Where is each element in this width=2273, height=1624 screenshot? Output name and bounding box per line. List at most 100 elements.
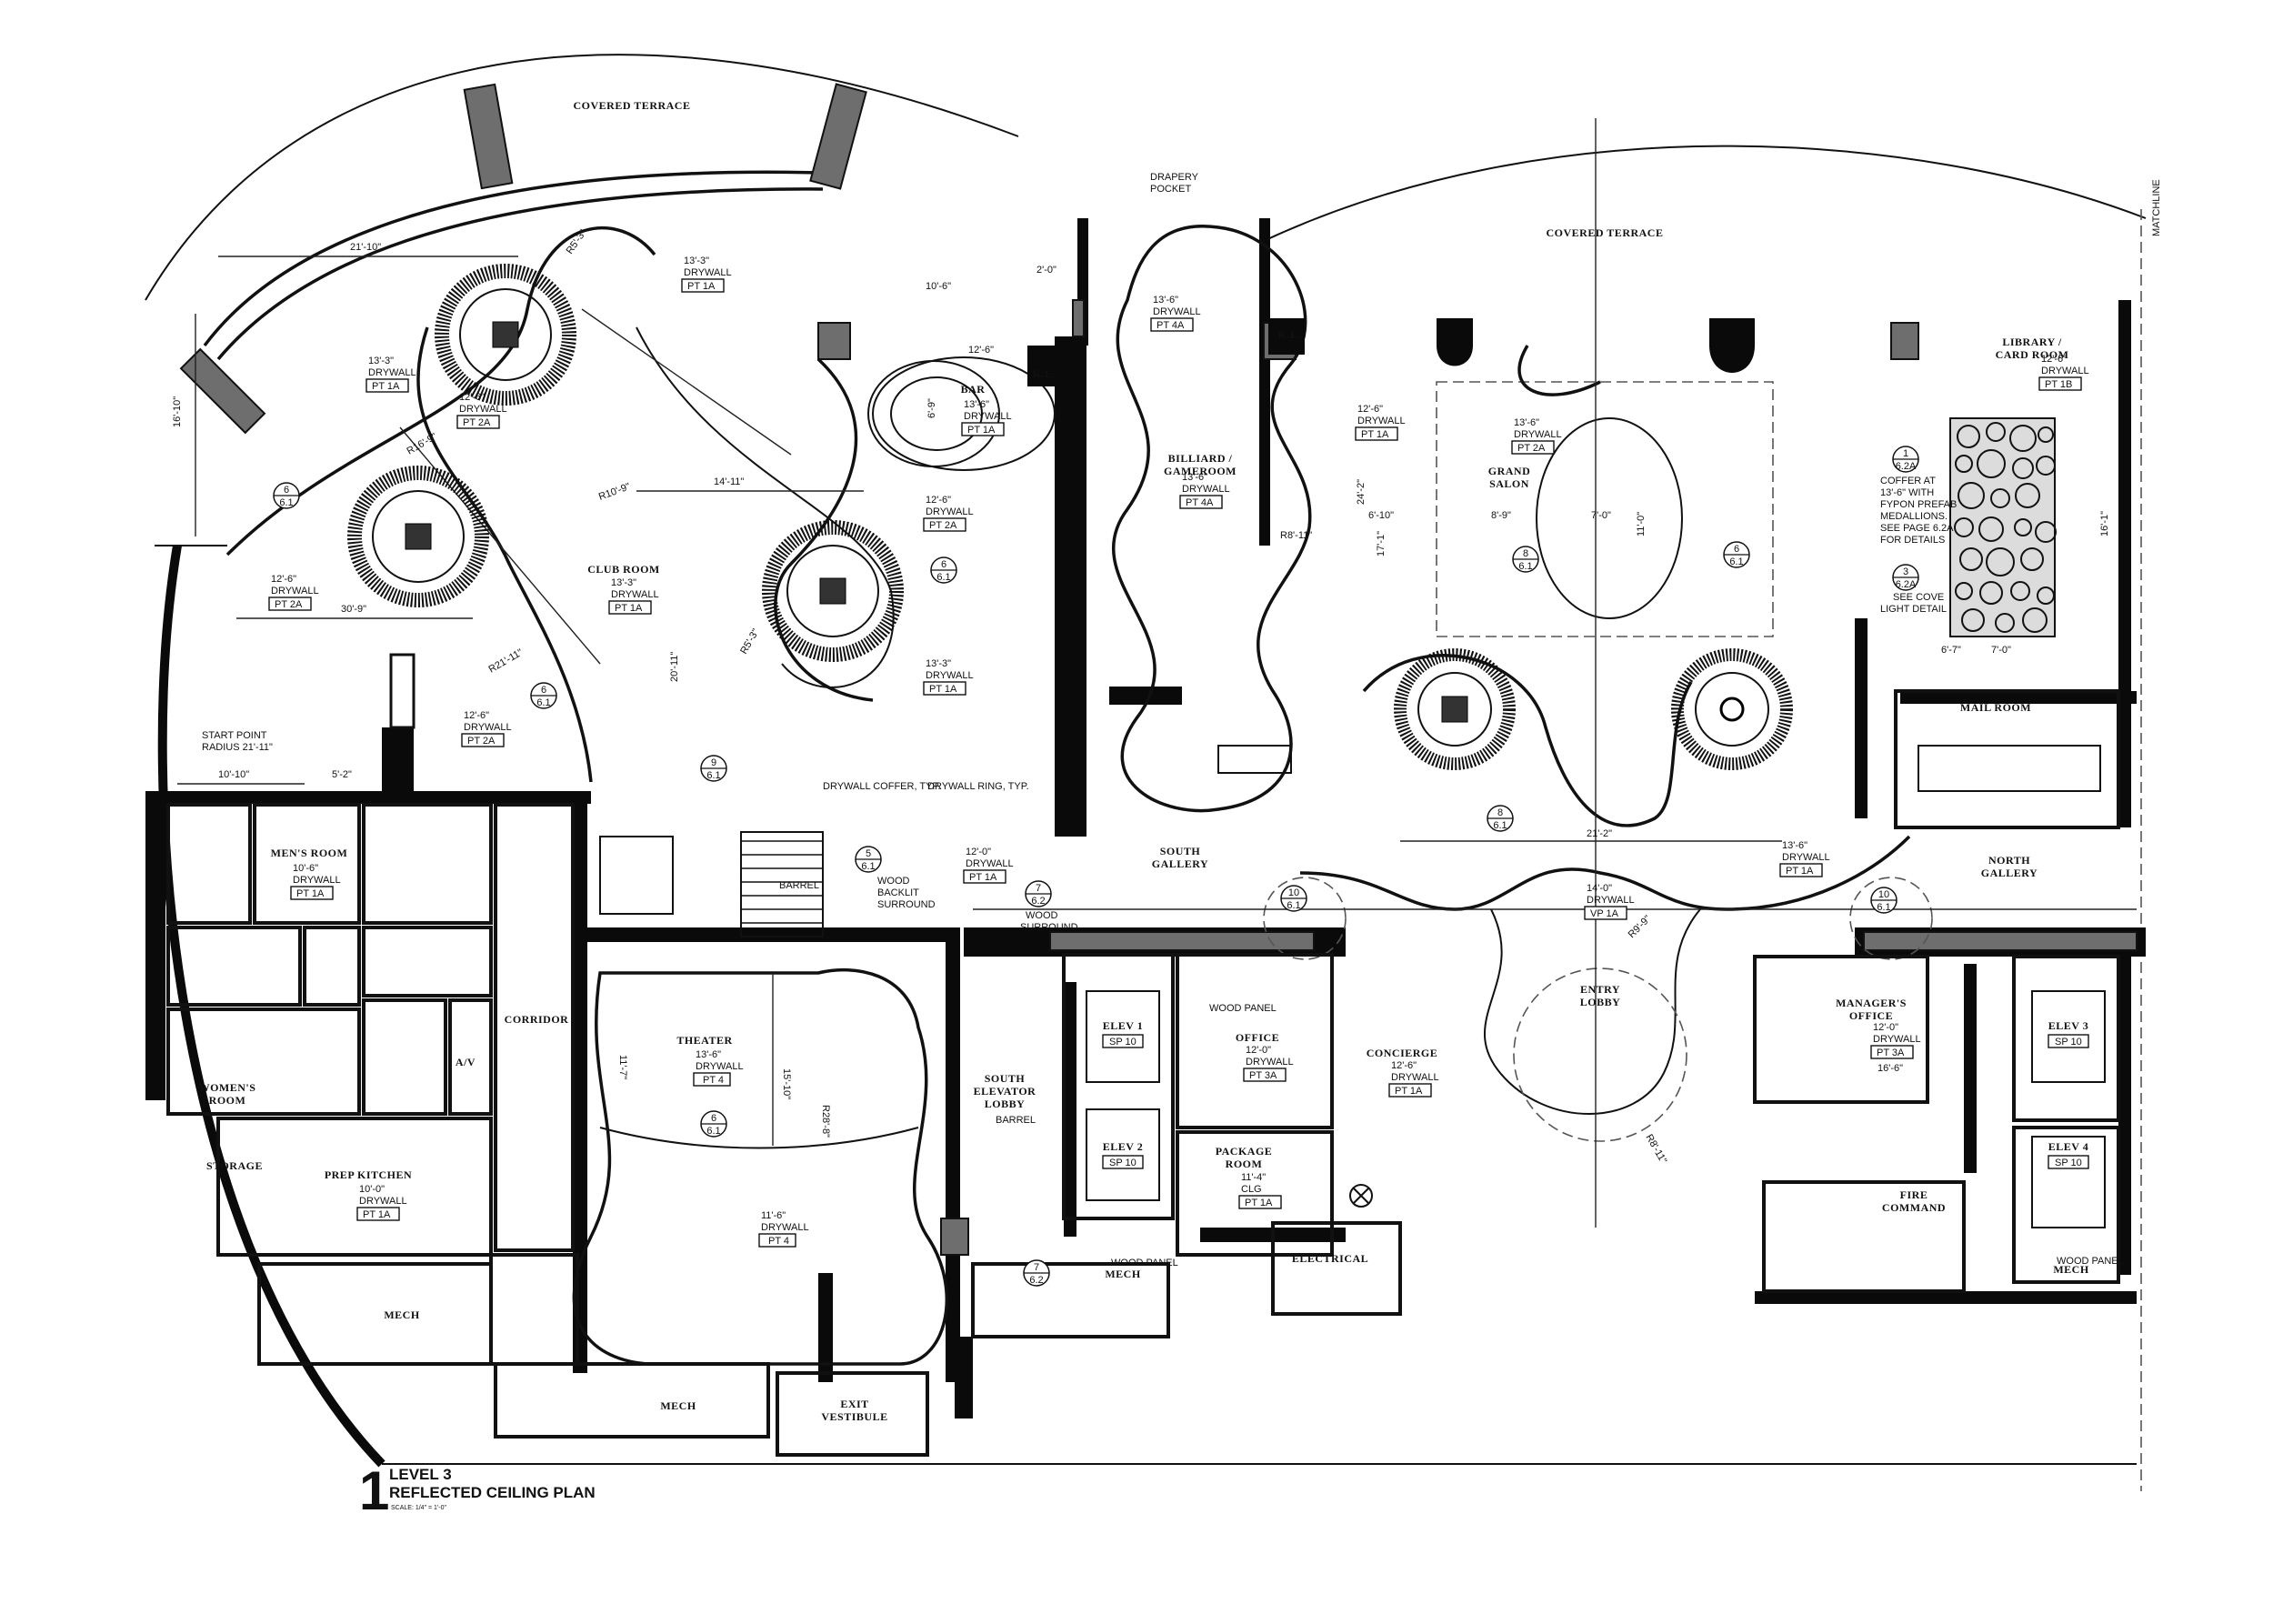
detail-key: 6 6.1 — [1723, 541, 1750, 568]
svg-text:PT 1A: PT 1A — [1245, 1198, 1273, 1208]
dimension: 30'-9" — [341, 604, 366, 615]
ceiling-tag: 12'-0" DRYWALL PT 3A — [1870, 1022, 1921, 1059]
svg-text:6.1: 6.1 — [936, 572, 950, 583]
room-entry-lobby-2: LOBBY — [1580, 996, 1621, 1008]
room-office: OFFICE — [1236, 1031, 1279, 1044]
room-mech: MECH — [384, 1308, 419, 1321]
room-storage: STORAGE — [206, 1159, 263, 1172]
room-av: A/V — [456, 1056, 476, 1068]
detail-key: 6 6.1 — [530, 682, 557, 709]
ceiling-tag: 12'-6" DRYWALL PT 2A — [268, 574, 319, 611]
coffer-medallion — [1394, 648, 1516, 770]
svg-text:12'-6": 12'-6" — [459, 392, 485, 403]
room-mail-room: MAIL ROOM — [1960, 701, 2031, 714]
note-wood-panel: WOOD PANEL — [1209, 1003, 1277, 1014]
room-ke: K.E. — [1032, 367, 1055, 380]
note-start-point-2: RADIUS 21'-11" — [202, 742, 273, 753]
dimension: 10'-6" — [926, 281, 951, 292]
svg-text:PT 2A: PT 2A — [467, 736, 496, 747]
room-card-room: CARD ROOM — [1996, 348, 2069, 361]
detail-key: 6 6.1 — [700, 1110, 727, 1138]
svg-text:6.1: 6.1 — [279, 497, 293, 508]
svg-text:6.1: 6.1 — [1518, 561, 1532, 572]
detail-key: 3 6.2A — [1892, 564, 1919, 591]
svg-text:12'-6": 12'-6" — [2041, 354, 2067, 365]
svg-text:PT 2A: PT 2A — [929, 520, 957, 531]
detail-keys: 6 6.1 6 6.1 6 6.1 6 6.1 8 6.1 8 6.1 — [273, 446, 1919, 1287]
club-room-soffits — [399, 308, 1000, 783]
svg-text:PT 3A: PT 3A — [1249, 1070, 1277, 1081]
svg-text:6.1: 6.1 — [1729, 556, 1743, 567]
dimension: 12'-6" — [968, 345, 994, 356]
svg-text:12'-0": 12'-0" — [1246, 1045, 1271, 1056]
svg-text:PT 1A: PT 1A — [615, 603, 643, 614]
drawing-notes: START POINT RADIUS 21'-11" DRAPERY POCKE… — [202, 172, 2124, 1268]
svg-text:13'-6": 13'-6" — [1782, 840, 1807, 851]
matchline-label: MATCHLINE — [2151, 179, 2162, 236]
dimension: 6'-7" — [1941, 645, 1961, 656]
svg-text:13'-3": 13'-3" — [926, 658, 951, 669]
svg-text:6.1: 6.1 — [706, 770, 720, 781]
svg-text:6.2A: 6.2A — [1896, 461, 1917, 472]
room-fire-command-2: COMMAND — [1882, 1201, 1946, 1214]
dimension: 2'-0" — [1036, 265, 1056, 276]
svg-text:DRYWALL: DRYWALL — [761, 1222, 809, 1233]
dimension: 5'-2" — [332, 769, 352, 780]
dimension: 14'-11" — [714, 476, 744, 487]
note-coffer-4: MEDALLIONS. — [1880, 511, 1948, 522]
ceiling-tag: 13'-6" DRYWALL PT 4A — [1150, 295, 1201, 332]
ceiling-tag: 13'-3" DRYWALL PT 1A — [365, 356, 416, 393]
svg-text:12'-0": 12'-0" — [966, 847, 991, 857]
svg-text:10: 10 — [1878, 889, 1889, 900]
room-bar: BAR — [961, 383, 986, 396]
svg-text:DRYWALL: DRYWALL — [464, 722, 512, 733]
svg-text:PT 4: PT 4 — [768, 1236, 789, 1247]
terrace-door-1 — [463, 83, 514, 190]
svg-text:PT 1A: PT 1A — [372, 381, 400, 392]
note-coffer: COFFER AT — [1880, 476, 1936, 486]
svg-text:DRYWALL: DRYWALL — [611, 589, 659, 600]
room-electrical: ELECTRICAL — [1292, 1252, 1368, 1265]
svg-text:13'-6": 13'-6" — [1182, 472, 1207, 483]
svg-text:PT 1A: PT 1A — [969, 872, 997, 883]
svg-text:PT 1A: PT 1A — [1395, 1086, 1423, 1097]
coffer-medallions — [347, 264, 1793, 770]
ceiling-tag: 13'-6" DRYWALL PT 4A — [1179, 472, 1230, 509]
room-corridor: CORRIDOR — [505, 1013, 569, 1026]
svg-text:6: 6 — [284, 485, 289, 496]
svg-text:PT 1A: PT 1A — [929, 684, 957, 695]
svg-text:10'-6": 10'-6" — [293, 863, 318, 874]
svg-text:PT 1B: PT 1B — [2045, 379, 2072, 390]
room-south-gallery-2: GALLERY — [1152, 857, 1208, 870]
svg-text:6.2A: 6.2A — [1896, 579, 1917, 590]
svg-text:8: 8 — [1523, 548, 1528, 559]
svg-text:6.1: 6.1 — [536, 697, 550, 708]
svg-text:DRYWALL: DRYWALL — [1587, 895, 1635, 906]
ceiling-tag: 14'-0" DRYWALL VP 1A — [1584, 883, 1635, 920]
svg-text:6.2: 6.2 — [1031, 896, 1045, 907]
room-mech: MECH — [2053, 1263, 2088, 1276]
svg-text:13'-6": 13'-6" — [696, 1049, 721, 1060]
svg-text:DRYWALL: DRYWALL — [684, 267, 732, 278]
salon-soffits — [973, 118, 2137, 1228]
note-wood-backlit-2: BACKLIT — [877, 887, 919, 898]
terrace-arc — [179, 83, 867, 435]
dimension: 16'-10" — [172, 396, 183, 427]
room-mech: MECH — [1105, 1268, 1140, 1280]
dimension: 17'-1" — [1376, 531, 1387, 556]
dimension: 11'-7" — [617, 1055, 628, 1079]
svg-text:DRYWALL: DRYWALL — [1153, 306, 1201, 317]
room-theater: THEATER — [676, 1034, 732, 1047]
dimension: 11'-0" — [1636, 512, 1647, 536]
radius: R5'-3" — [565, 227, 589, 256]
svg-text:DRYWALL: DRYWALL — [1782, 852, 1830, 863]
svg-text:DRYWALL: DRYWALL — [368, 367, 416, 378]
svg-text:13'-3": 13'-3" — [368, 356, 394, 366]
ceiling-tag: 11'-4" CLG PT 1A — [1238, 1172, 1282, 1209]
detail-key: 10 6.1 — [1870, 887, 1898, 914]
svg-text:DRYWALL: DRYWALL — [966, 858, 1014, 869]
ceiling-tag: 10'-0" DRYWALL PT 1A — [356, 1184, 407, 1221]
note-drywall-ring: DRYWALL RING, TYP. — [927, 781, 1029, 792]
room-library: LIBRARY / — [2002, 336, 2061, 348]
svg-text:5: 5 — [866, 848, 871, 859]
